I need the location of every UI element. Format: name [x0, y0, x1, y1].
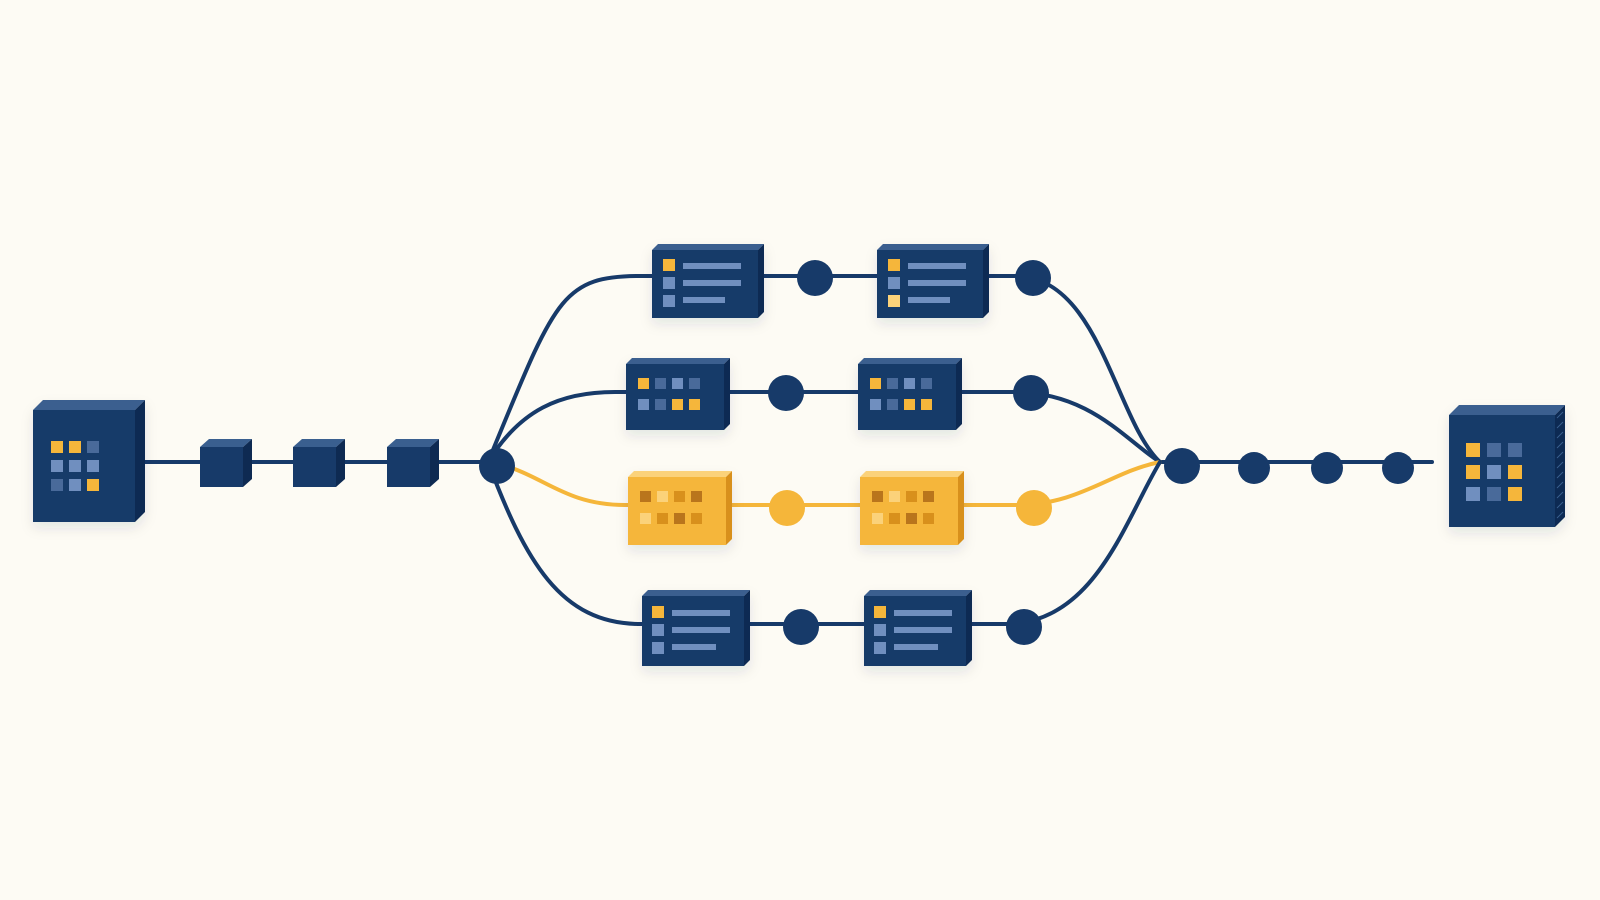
- lane-3-highlighted: [628, 471, 1052, 545]
- source-server-icon: [33, 400, 145, 522]
- output-queue: [1238, 452, 1414, 484]
- queue-cube-icon: [293, 439, 345, 487]
- grid-card-icon: [858, 358, 962, 430]
- grid-card-icon: [628, 471, 732, 545]
- lane-1-path: [486, 274, 1162, 464]
- node-dot-icon: [1013, 375, 1049, 411]
- node-dot-icon: [1016, 490, 1052, 526]
- node-dot-icon: [1382, 452, 1414, 484]
- merge-node-icon: [1164, 448, 1200, 484]
- source-server-grid: [51, 441, 99, 491]
- list-card-icon: [877, 244, 989, 318]
- list-card-icon: [652, 244, 764, 318]
- queue-items: [200, 439, 439, 487]
- lane-2: [626, 358, 1049, 430]
- grid-card-icon: [860, 471, 964, 545]
- node-dot-icon: [1311, 452, 1343, 484]
- node-dot-icon: [768, 375, 804, 411]
- node-dot-icon: [797, 260, 833, 296]
- node-dot-icon: [1238, 452, 1270, 484]
- queue-cube-icon: [387, 439, 439, 487]
- node-dot-icon: [769, 490, 805, 526]
- list-card-icon: [642, 590, 750, 666]
- lane-3-path: [486, 460, 1162, 507]
- lane-1: [652, 244, 1051, 318]
- split-node-icon: [479, 448, 515, 484]
- grid-card-icon: [626, 358, 730, 430]
- sink-server-grid: [1466, 443, 1522, 501]
- lane-4-path: [486, 460, 1162, 626]
- node-dot-icon: [783, 609, 819, 645]
- queue-cube-icon: [200, 439, 252, 487]
- lane-2-path: [486, 390, 1162, 464]
- node-dot-icon: [1015, 260, 1051, 296]
- sink-server-rack-icon: [1449, 405, 1565, 527]
- connection-lines: [143, 274, 1434, 626]
- lane-4: [642, 590, 1042, 666]
- node-dot-icon: [1006, 609, 1042, 645]
- list-card-icon: [864, 590, 972, 666]
